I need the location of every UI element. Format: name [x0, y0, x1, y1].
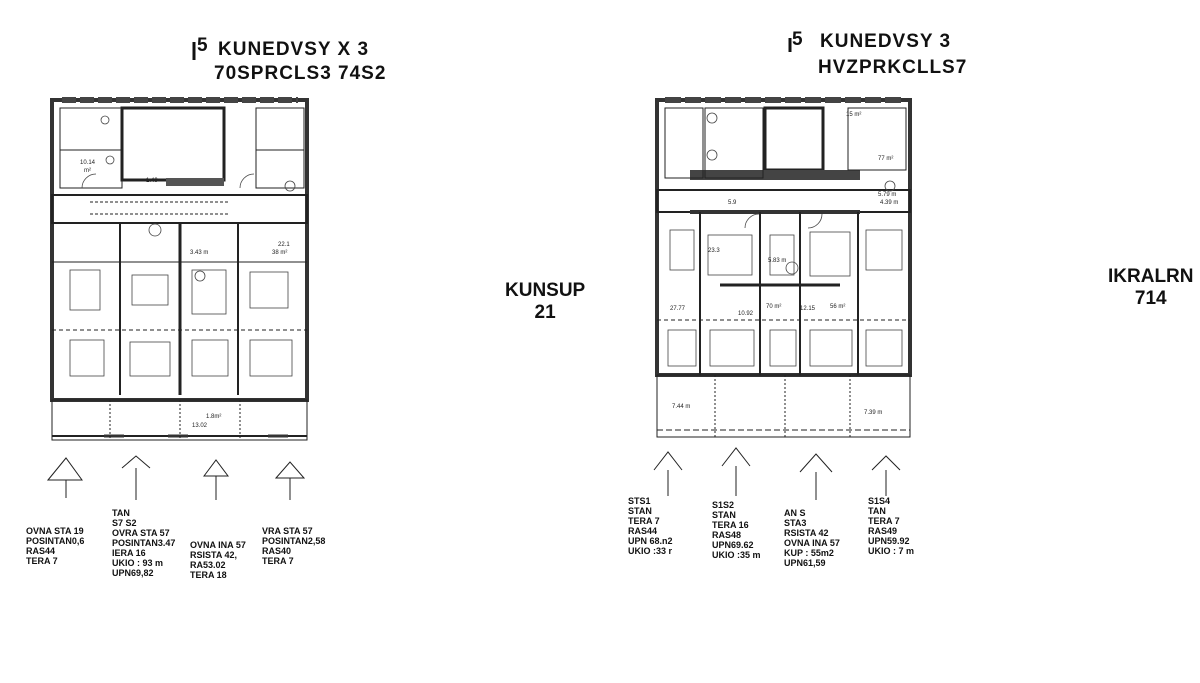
unit-legend-right-3: AN S STA3 RSISTA 42 OVNA INA 57 KUP : 55…: [784, 508, 840, 568]
left-plan-number: 5: [197, 35, 209, 56]
room-label: 10.14: [80, 160, 96, 166]
room-label: m²: [84, 168, 91, 174]
room-label: 15 m²: [846, 112, 862, 118]
room-label: 4.39 m: [880, 200, 899, 206]
header-marks: [192, 38, 792, 60]
right-plan-title-line2: HVZPRKCLLS7: [818, 57, 968, 78]
far-right-label-line1: IKRALRN: [1108, 266, 1194, 287]
room-label: 3.43 m: [190, 250, 209, 256]
left-floor-plan: [50, 97, 309, 441]
right-plan-title-line1: KUNEDVSY 3: [820, 31, 952, 52]
room-label: 1.8m²: [206, 414, 222, 420]
unit-legend-left-4: VRA STA 57 POSINTAN2,58 RAS40 TERA 7: [262, 526, 326, 566]
room-label: 5.83 m: [768, 258, 787, 264]
left-plan-title-line2: 70SPRCLS3 74S2: [214, 63, 387, 84]
center-label-line2: 21: [534, 302, 556, 323]
room-label: 56 m²: [830, 304, 846, 310]
room-label: 12.15: [800, 306, 816, 312]
room-label: 77 m²: [878, 156, 894, 162]
unit-legend-left-3: OVNA INA 57 RSISTA 42, RA53.02 TERA 18: [190, 540, 246, 580]
room-label: 5.9: [728, 200, 737, 206]
right-floor-plan: [655, 97, 912, 438]
left-plan-title-line1: KUNEDVSY X 3: [218, 39, 370, 60]
room-label: 7.44 m: [672, 404, 691, 410]
center-label-line1: KUNSUP: [505, 280, 586, 301]
unit-legend-right-1: STS1 STAN TERA 7 RAS44 UPN 68.n2 UKIO :3…: [628, 496, 673, 556]
room-label: 38 m²: [272, 250, 288, 256]
unit-legend-left-1: OVNA STA 19 POSINTAN0,6 RAS44 TERA 7: [26, 526, 85, 566]
unit-legend-right-2: S1S2 STAN TERA 16 RAS48 UPN69.62 UKIO :3…: [712, 500, 761, 560]
far-right-label: IKRALRN 714: [1108, 266, 1194, 310]
far-right-label-line2: 714: [1134, 288, 1167, 309]
room-label: 5.79 m: [878, 192, 897, 198]
room-label: 10.92: [738, 311, 754, 317]
room-label: 23.3: [708, 248, 720, 254]
room-label: 70 m²: [766, 304, 782, 310]
room-label: 7.39 m: [864, 410, 883, 416]
center-label: KUNSUP 21: [505, 280, 585, 324]
room-label: 1.49: [146, 178, 158, 184]
room-label: 27.77: [670, 306, 686, 312]
room-label: 13.02: [192, 423, 208, 429]
room-label: 22.1: [278, 242, 290, 248]
unit-legend-right-4: S1S4 TAN TERA 7 RAS49 UPN59.92 UKIO : 7 …: [868, 496, 915, 556]
unit-legend-left-2: TAN S7 S2 OVRA STA 57 POSINTAN3.47 IERA …: [112, 508, 176, 578]
right-plan-number: 5: [792, 29, 804, 50]
orientation-symbols: [46, 447, 901, 500]
